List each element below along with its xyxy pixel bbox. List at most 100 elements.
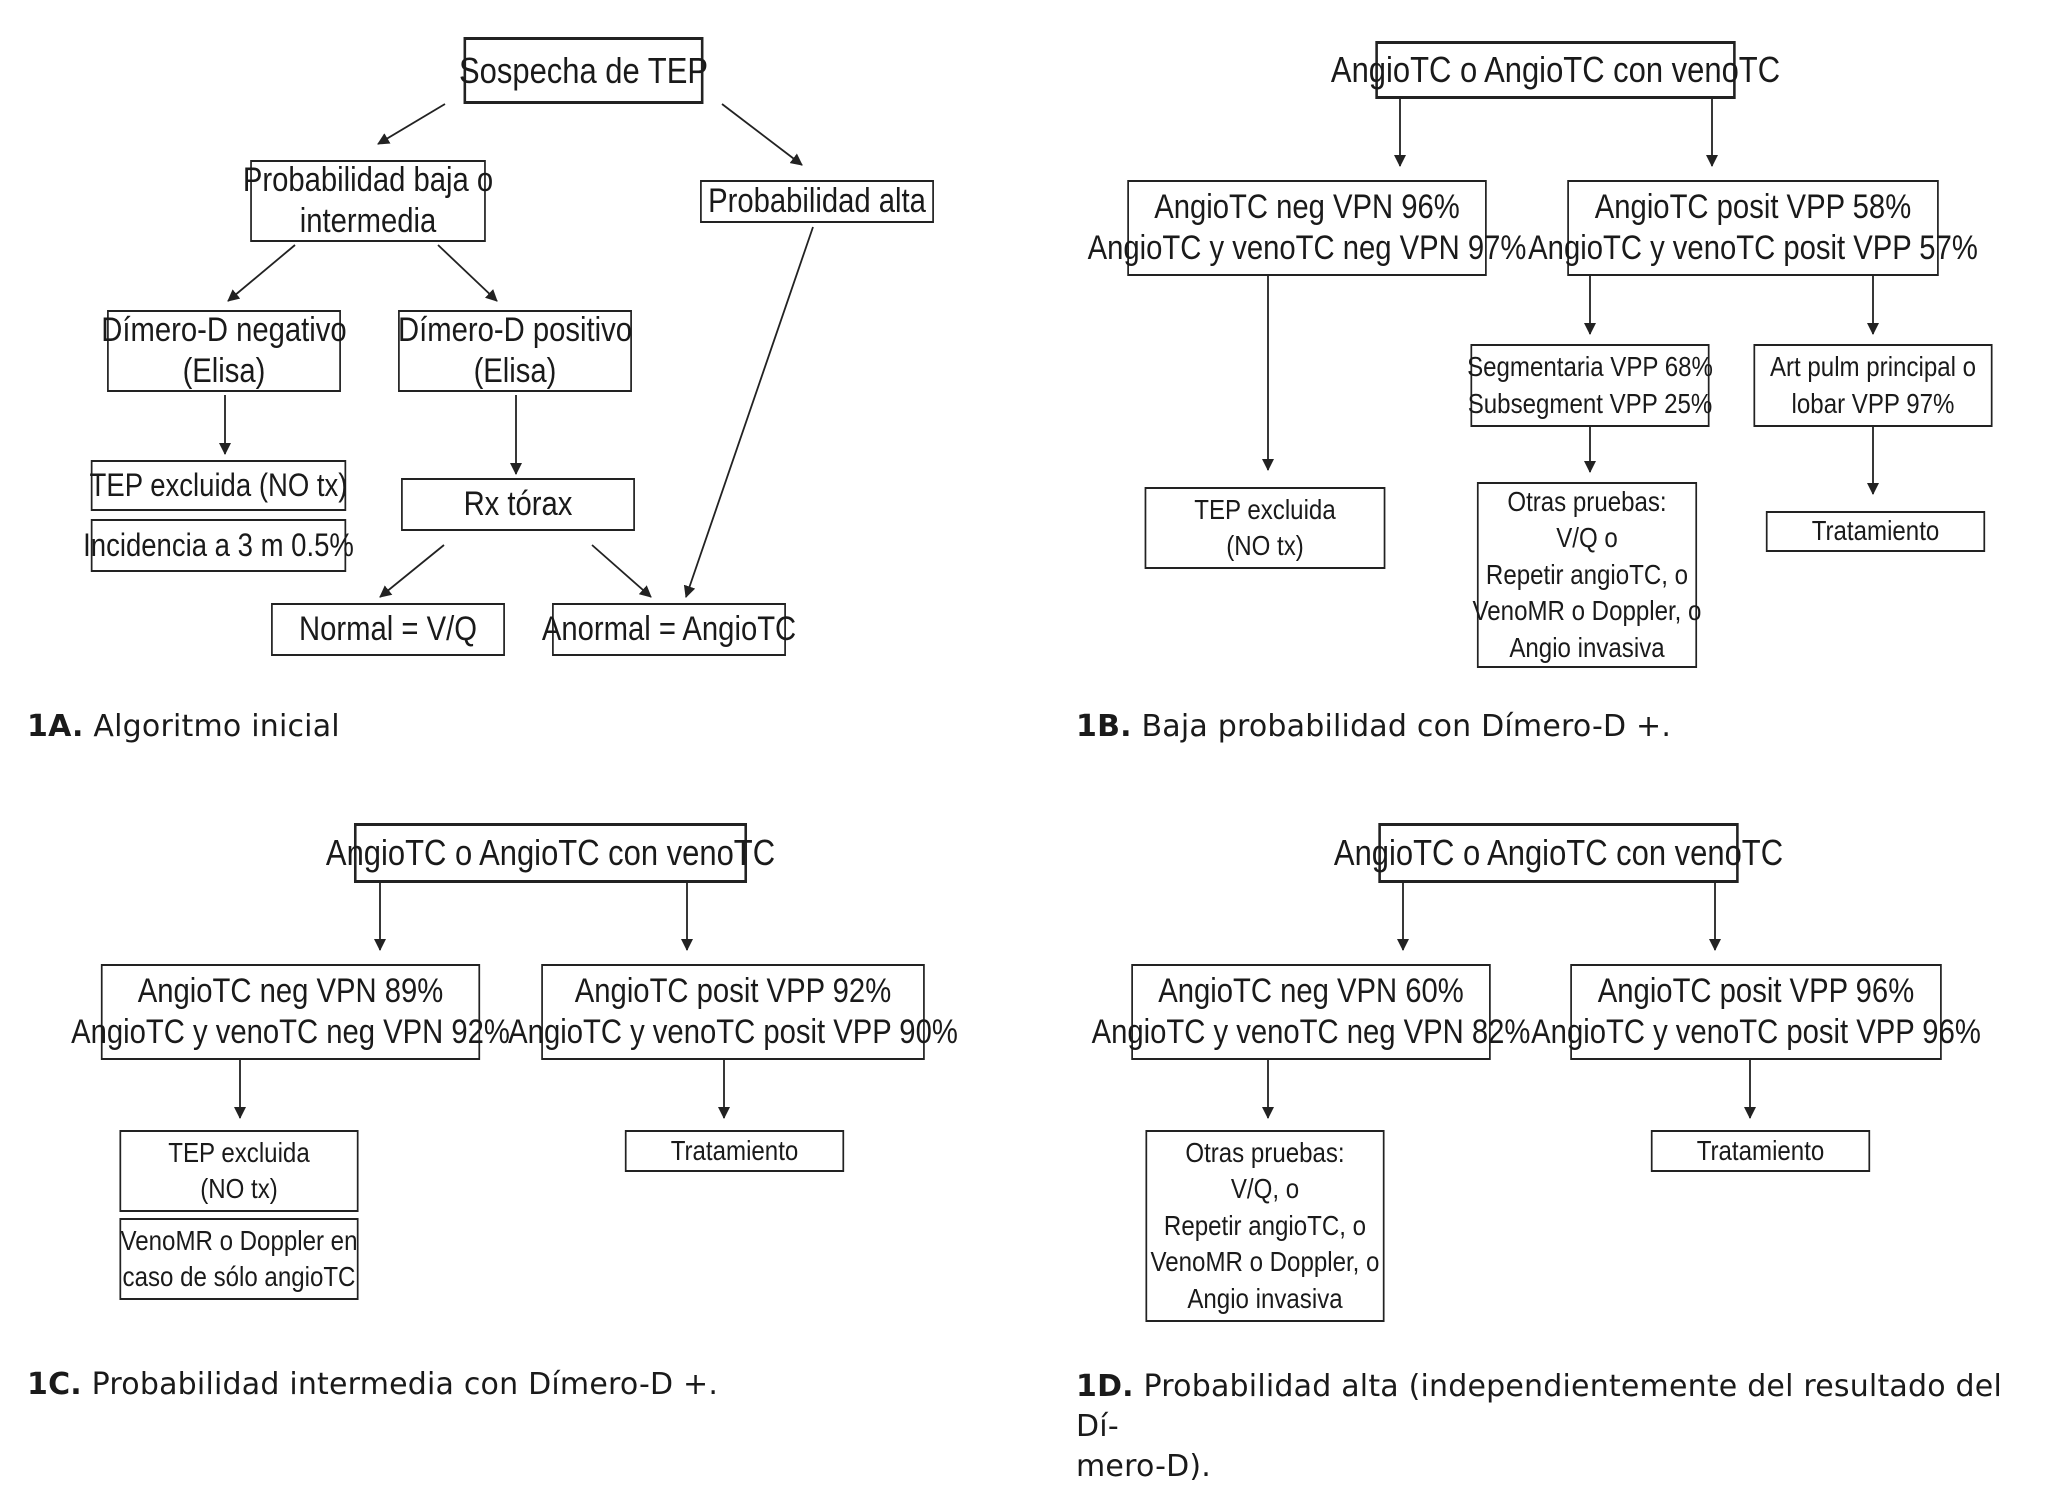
a-caption: 1A. Algoritmo inicial xyxy=(27,709,340,744)
b-caption-id: 1B. xyxy=(1076,709,1132,744)
a-prob-high-label: Probabilidad alta xyxy=(708,181,926,220)
c-neg-box: AngioTC neg VPN 89% AngioTC y venoTC neg… xyxy=(71,964,510,1060)
c-venomr-box: VenoMR o Doppler en caso de sólo angioTC xyxy=(119,1218,359,1300)
arrow-a-rx-to-normal xyxy=(379,544,445,598)
a-ddimer-pos-box: Dímero-D positivo (Elisa) xyxy=(398,310,632,392)
c-pos-line2: AngioTC y venoTC posit VPP 90% xyxy=(508,1013,958,1051)
b-other-line4: VenoMR o Doppler, o xyxy=(1472,595,1702,627)
a-caption-id: 1A. xyxy=(27,709,84,744)
a-caption-text: Algoritmo inicial xyxy=(93,709,340,744)
a-ddimer-neg-line1: Dímero-D negativo xyxy=(101,310,347,349)
b-artery-line2: lobar VPP 97% xyxy=(1791,387,1955,419)
arrow-a-root-to-low xyxy=(377,103,446,145)
d-other-line3: Repetir angioTC, o xyxy=(1163,1209,1367,1241)
d-other-tests-box: Otras pruebas: V/Q, o Repetir angioTC, o… xyxy=(1145,1130,1385,1322)
a-root-box: Sospecha de TEP xyxy=(459,37,708,104)
a-prob-low-line2: intermedia xyxy=(299,202,437,240)
b-treatment-label: Tratamiento xyxy=(1811,515,1940,547)
b-other-line5: Angio invasiva xyxy=(1509,631,1665,663)
a-abnormal-box: Anormal = AngioTC xyxy=(542,603,796,656)
a-ddimer-pos-line1: Dímero-D positivo xyxy=(398,310,633,349)
c-treatment-box: Tratamiento xyxy=(624,1130,845,1172)
b-treatment-box: Tratamiento xyxy=(1765,511,1986,552)
c-pos-box: AngioTC posit VPP 92% AngioTC y venoTC p… xyxy=(508,964,958,1060)
b-excluded-line1: TEP excluida xyxy=(1194,493,1336,525)
b-artery-box: Art pulm principal o lobar VPP 97% xyxy=(1753,344,1993,427)
b-root-label: AngioTC o AngioTC con venoTC xyxy=(1330,49,1781,91)
c-excluded-box: TEP excluida (NO tx) xyxy=(119,1130,359,1212)
b-pos-box: AngioTC posit VPP 58% AngioTC y venoTC p… xyxy=(1528,180,1978,276)
arrow-a-low-to-pos xyxy=(437,244,498,302)
b-artery-line1: Art pulm principal o xyxy=(1769,351,1977,383)
d-other-line2: V/Q, o xyxy=(1230,1173,1300,1205)
a-prob-low-line1: Probabilidad baja o xyxy=(242,160,494,199)
b-other-line1: Otras pruebas: xyxy=(1507,486,1667,518)
a-prob-low-box: Probabilidad baja o intermedia xyxy=(243,160,493,242)
b-pos-line1: AngioTC posit VPP 58% xyxy=(1594,187,1912,226)
connector-layer xyxy=(219,99,1879,1119)
d-pos-line1: AngioTC posit VPP 96% xyxy=(1597,971,1915,1010)
b-other-line3: Repetir angioTC, o xyxy=(1485,558,1689,590)
a-normal-label: Normal = V/Q xyxy=(299,609,477,648)
arrow-a-root-to-high xyxy=(721,103,803,166)
d-other-line4: VenoMR o Doppler, o xyxy=(1150,1246,1380,1278)
d-pos-box: AngioTC posit VPP 96% AngioTC y venoTC p… xyxy=(1531,964,1981,1060)
c-root-label: AngioTC o AngioTC con venoTC xyxy=(325,832,776,874)
d-treatment-box: Tratamiento xyxy=(1650,1130,1871,1172)
a-incidence-box: Incidencia a 3 m 0.5% xyxy=(83,519,354,572)
c-venomr-line2: caso de sólo angioTC xyxy=(122,1261,356,1292)
d-root-box: AngioTC o AngioTC con venoTC xyxy=(1334,823,1783,883)
b-pos-line2: AngioTC y venoTC posit VPP 57% xyxy=(1528,229,1978,267)
c-pos-line1: AngioTC posit VPP 92% xyxy=(574,971,892,1010)
b-other-tests-box: Otras pruebas: V/Q o Repetir angioTC, o … xyxy=(1473,482,1701,668)
arrow-a-high-to-abnormal xyxy=(683,226,814,598)
c-excluded-line1: TEP excluida xyxy=(168,1136,310,1168)
c-treatment-label: Tratamiento xyxy=(670,1134,799,1166)
b-segment-line2: Subsegment VPP 25% xyxy=(1467,387,1713,419)
c-excluded-line2: (NO tx) xyxy=(200,1173,278,1204)
a-abnormal-label: Anormal = AngioTC xyxy=(541,609,797,648)
a-tep-excluded-box: TEP excluida (NO tx) xyxy=(89,460,348,511)
d-other-line1: Otras pruebas: xyxy=(1185,1137,1345,1169)
a-rx-box: Rx tórax xyxy=(401,478,635,531)
b-neg-box: AngioTC neg VPN 96% AngioTC y venoTC neg… xyxy=(1088,180,1526,276)
b-excluded-box: TEP excluida (NO tx) xyxy=(1144,487,1386,569)
d-caption-text: Probabilidad alta (independientemente de… xyxy=(1076,1369,2002,1444)
c-venomr-line1: VenoMR o Doppler en xyxy=(120,1224,358,1256)
d-neg-line2: AngioTC y venoTC neg VPN 82% xyxy=(1091,1013,1531,1051)
d-pos-line2: AngioTC y venoTC posit VPP 96% xyxy=(1531,1013,1981,1051)
b-excluded-line2: (NO tx) xyxy=(1226,530,1304,561)
c-neg-line1: AngioTC neg VPN 89% xyxy=(137,971,444,1010)
c-root-box: AngioTC o AngioTC con venoTC xyxy=(326,823,775,883)
a-prob-high-box: Probabilidad alta xyxy=(700,180,934,223)
b-root-box: AngioTC o AngioTC con venoTC xyxy=(1331,41,1780,99)
a-ddimer-neg-line2: (Elisa) xyxy=(182,352,266,390)
c-caption-text: Probabilidad intermedia con Dímero-D +. xyxy=(91,1367,719,1402)
a-ddimer-neg-box: Dímero-D negativo (Elisa) xyxy=(101,310,347,392)
b-caption-text: Baja probabilidad con Dímero-D +. xyxy=(1141,709,1672,744)
b-neg-line1: AngioTC neg VPN 96% xyxy=(1154,187,1460,226)
arrow-a-rx-to-abnormal xyxy=(591,544,652,598)
b-neg-line2: AngioTC y venoTC neg VPN 97% xyxy=(1087,229,1527,267)
d-neg-line1: AngioTC neg VPN 60% xyxy=(1158,971,1464,1010)
d-other-line5: Angio invasiva xyxy=(1187,1282,1343,1314)
d-neg-box: AngioTC neg VPN 60% AngioTC y venoTC neg… xyxy=(1092,964,1530,1060)
a-root-label: Sospecha de TEP xyxy=(459,49,708,91)
flowchart-figure: Sospecha de TEP Probabilidad baja o inte… xyxy=(27,37,2002,1484)
d-treatment-label: Tratamiento xyxy=(1696,1134,1825,1166)
b-other-line2: V/Q o xyxy=(1556,522,1618,554)
d-caption-text-2: mero-D). xyxy=(1076,1449,1212,1484)
a-normal-box: Normal = V/Q xyxy=(271,603,505,656)
c-caption: 1C. Probabilidad intermedia con Dímero-D… xyxy=(27,1367,718,1402)
b-caption: 1B. Baja probabilidad con Dímero-D +. xyxy=(1076,709,1671,744)
a-tep-excluded-label: TEP excluida (NO tx) xyxy=(89,466,348,503)
b-segment-line1: Segmentaria VPP 68% xyxy=(1467,351,1713,383)
d-caption-id: 1D. xyxy=(1076,1369,1134,1404)
a-ddimer-pos-line2: (Elisa) xyxy=(473,352,557,390)
c-neg-line2: AngioTC y venoTC neg VPN 92% xyxy=(71,1013,510,1051)
c-caption-id: 1C. xyxy=(27,1367,82,1402)
d-caption: 1D. Probabilidad alta (independientement… xyxy=(1076,1367,2036,1487)
arrow-a-low-to-neg xyxy=(227,244,296,302)
a-rx-label: Rx tórax xyxy=(463,484,573,523)
d-root-label: AngioTC o AngioTC con venoTC xyxy=(1333,832,1784,874)
